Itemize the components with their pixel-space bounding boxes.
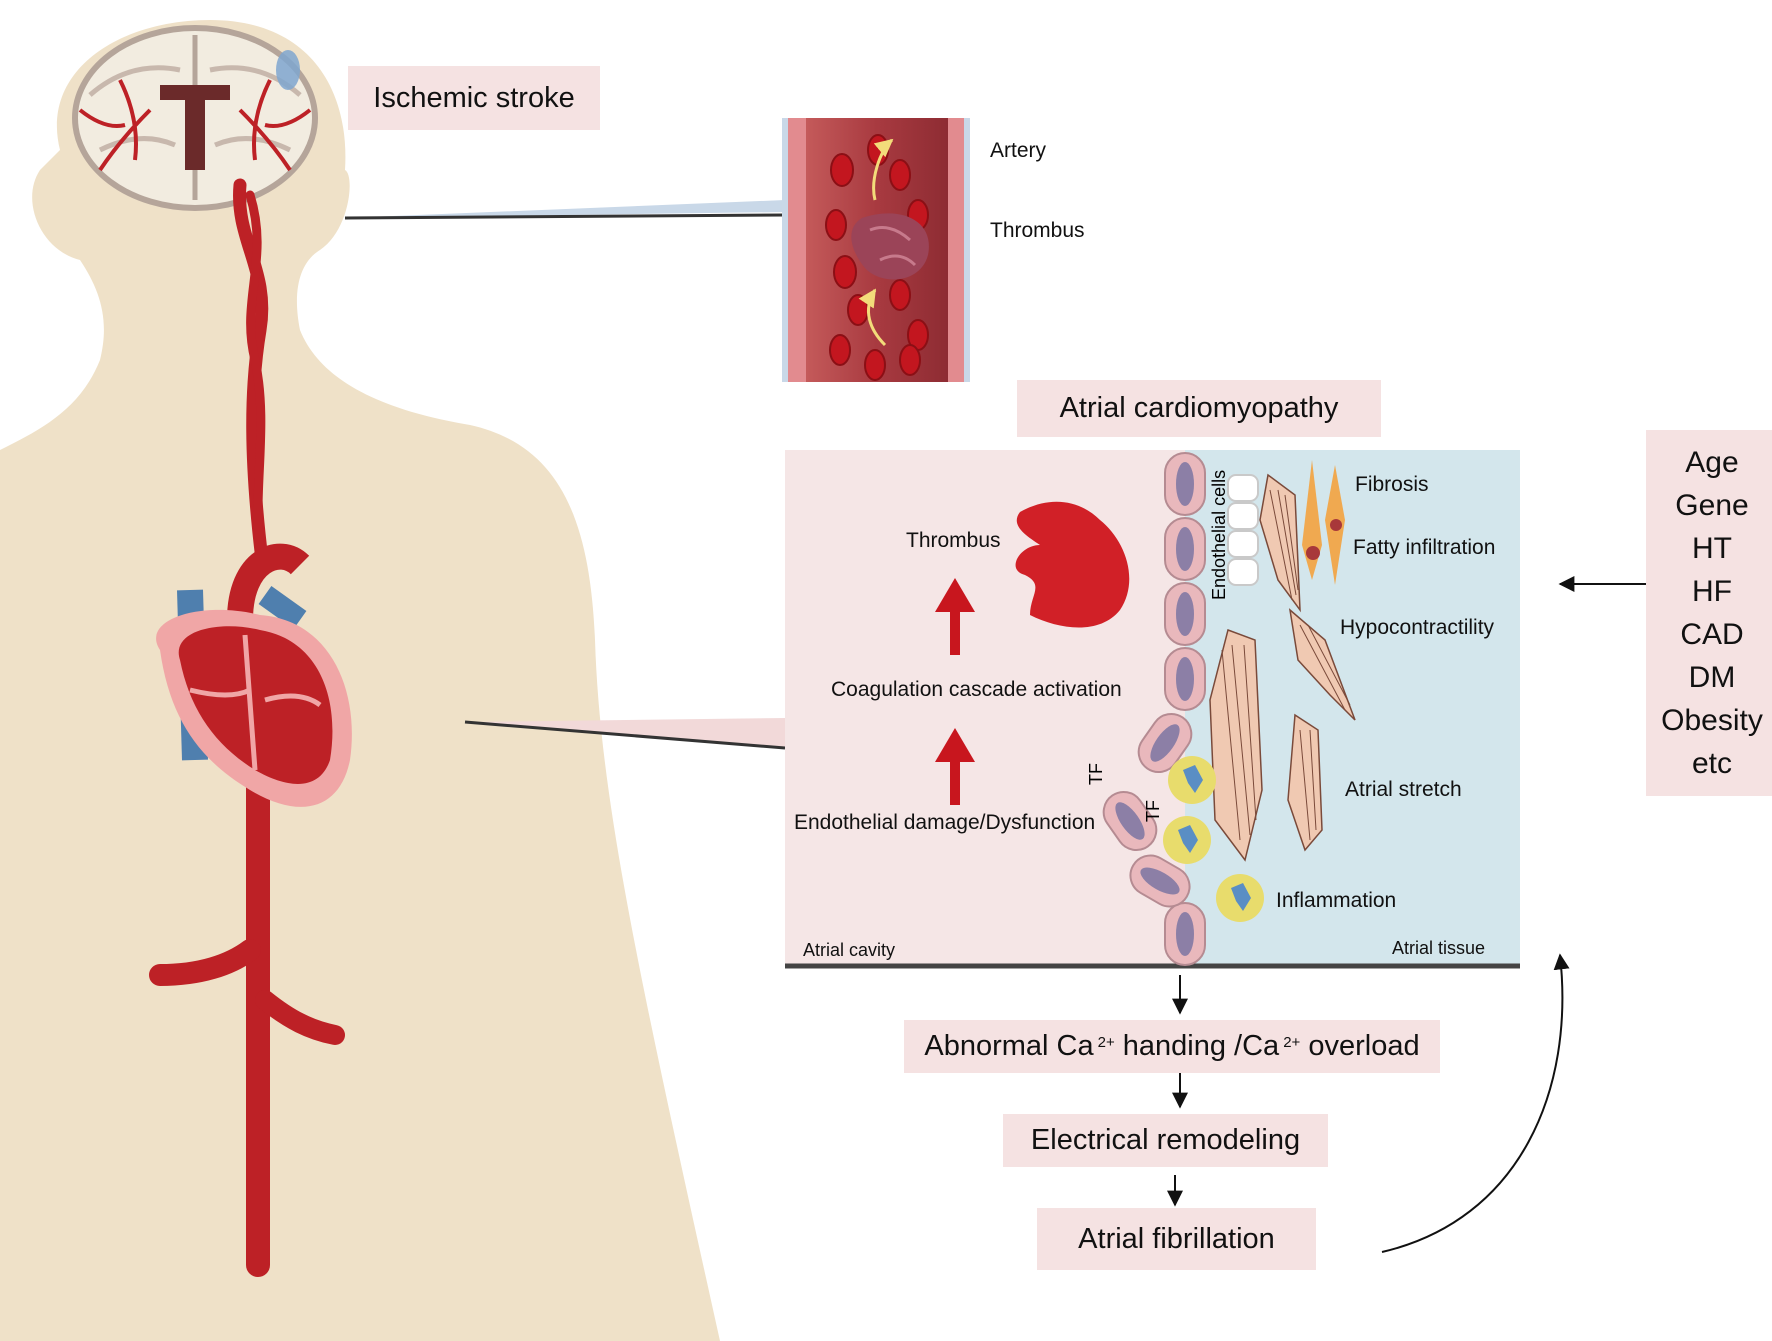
atrial-cavity-label: Atrial cavity (803, 940, 896, 960)
hypocontractility-label: Hypocontractility (1340, 616, 1495, 639)
coagulation-label: Coagulation cascade activation (831, 678, 1122, 701)
electrical-remodeling-label: Electrical remodeling (1003, 1114, 1328, 1167)
risk-factor-box: Age Gene HT HF CAD DM Obesity etc (1646, 430, 1772, 796)
flow-arrows (1167, 576, 1646, 1253)
heart-icon (156, 543, 352, 807)
calcium-sup-1: 2+ (1097, 1034, 1115, 1051)
risk-factor-item: CAD (1680, 618, 1744, 651)
fatty-infiltration-label: Fatty infiltration (1353, 536, 1496, 559)
tf-label-2: TF (1143, 800, 1163, 822)
atrial-fibrillation-label: Atrial fibrillation (1037, 1208, 1316, 1270)
risk-factor-item: HT (1692, 532, 1732, 565)
risk-factor-item: DM (1688, 661, 1736, 694)
vessel-thrombus-label: Thrombus (990, 219, 1085, 242)
atrial-thrombus-shape (1015, 501, 1130, 628)
body-silhouette (0, 20, 720, 1341)
atrial-stretch-label: Atrial stretch (1345, 778, 1462, 801)
calcium-sup-2: 2+ (1283, 1034, 1301, 1051)
endothelial-cells-label: Endothelial cells (1209, 469, 1229, 600)
cardiomyocyte-icon (1209, 473, 1356, 862)
calcium-text-1: Abnormal Ca (924, 1030, 1094, 1062)
inflammatory-cell-icon (1163, 756, 1264, 922)
risk-factor-item: Obesity (1661, 704, 1763, 737)
atrial-tissue-label: Atrial tissue (1392, 938, 1486, 958)
atrial-thrombus-label: Thrombus (906, 529, 1001, 552)
atrial-cardiomyopathy-label: Atrial cardiomyopathy (1017, 380, 1381, 437)
red-arrows (935, 578, 975, 805)
tf-label-1: TF (1086, 763, 1106, 785)
artery-tree (149, 178, 345, 1277)
risk-factor-item: Age (1685, 446, 1739, 479)
ischemic-stroke-label: Ischemic stroke (348, 66, 600, 130)
artery-label: Artery (990, 139, 1047, 162)
leader-brain (345, 200, 785, 218)
risk-factor-item: HF (1692, 575, 1732, 608)
fibroblast-icon (1302, 460, 1345, 585)
brain-icon (72, 25, 318, 211)
artery-section-icon (782, 118, 970, 382)
fat-cell-cluster (1227, 474, 1259, 586)
fibrosis-label: Fibrosis (1355, 473, 1429, 496)
calcium-text-2: handing /Ca (1114, 1030, 1280, 1062)
endothelial-cell-layer (1102, 452, 1206, 966)
risk-factor-item: Gene (1675, 489, 1749, 522)
endothelial-damage-label: Endothelial damage/Dysfunction (794, 811, 1096, 834)
inflammation-label: Inflammation (1276, 889, 1397, 912)
calcium-text-3: overload (1300, 1030, 1420, 1062)
risk-factor-item: etc (1691, 747, 1733, 780)
